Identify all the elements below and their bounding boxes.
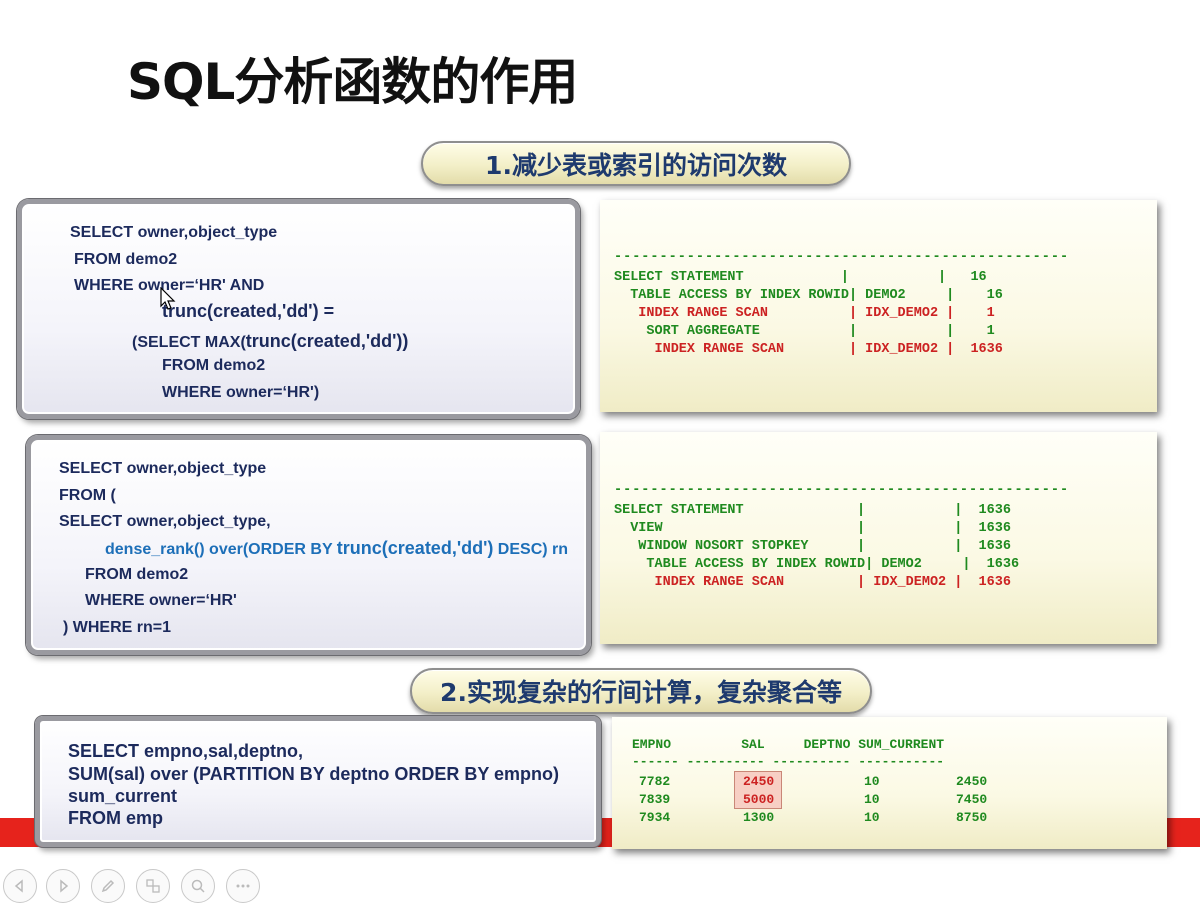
execution-plan-2: ----------------------------------------…	[600, 432, 1157, 644]
plan-row: TABLE ACCESS BY INDEX ROWID| DEMO2 | 163…	[614, 557, 1020, 572]
cell-empno: 7839	[639, 792, 671, 807]
zoom-icon	[191, 879, 205, 893]
cell-empno: 7782	[639, 774, 671, 789]
cell-sum-current: 8750	[956, 810, 988, 825]
plan-row: SELECT STATEMENT | | 16	[614, 270, 987, 285]
slide-title: SQL分析函数的作用	[127, 53, 578, 111]
prev-slide-button[interactable]	[3, 869, 37, 903]
sql-line-analytic-function: dense_rank() over(ORDER BY trunc(created…	[105, 538, 569, 558]
query-result-table: EMPNO SAL DEPTNO SUM_CURRENT ------ ----…	[612, 717, 1167, 849]
plan-row: SORT AGGREGATE | | 1	[614, 324, 995, 339]
cell-sum-current: 7450	[956, 792, 988, 807]
sql-line: sum_current	[68, 786, 178, 806]
zoom-button[interactable]	[181, 869, 215, 903]
section-1-heading: 1.减少表或索引的访问次数	[421, 141, 851, 186]
mouse-cursor-icon	[160, 287, 176, 310]
plan-row: WINDOW NOSORT STOPKEY | | 1636	[614, 539, 1011, 554]
plan-row: INDEX RANGE SCAN | IDX_DEMO2 | 1	[614, 306, 995, 321]
result-underline: ------ ---------- ---------- -----------	[632, 754, 945, 769]
sql-query-box-1: SELECT owner,object_type FROM demo2 WHER…	[17, 199, 580, 419]
slides-view-button[interactable]	[136, 869, 170, 903]
result-header: EMPNO SAL DEPTNO SUM_CURRENT	[632, 737, 945, 752]
sql-line: (SELECT MAX(trunc(created,'dd'))	[132, 331, 409, 351]
sql-line: SELECT empno,sal,deptno,	[68, 741, 304, 761]
sql-line: FROM (	[59, 487, 116, 504]
next-slide-button[interactable]	[46, 869, 80, 903]
sql-line: SUM(sal) over (PARTITION BY deptno ORDER…	[68, 764, 560, 784]
more-icon	[236, 884, 250, 888]
prev-icon	[14, 879, 23, 893]
sql-line: FROM demo2	[85, 566, 189, 583]
sql-line: FROM emp	[68, 808, 164, 828]
cell-deptno: 10	[864, 792, 880, 807]
cell-sal: 5000	[743, 792, 775, 807]
sql-line: ) WHERE rn=1	[63, 619, 172, 636]
slides-icon	[146, 879, 160, 893]
cell-empno: 7934	[639, 810, 671, 825]
sql-line: FROM demo2	[162, 357, 266, 374]
cell-sal: 2450	[743, 774, 775, 789]
plan-row: INDEX RANGE SCAN | IDX_DEMO2 | 1636	[614, 342, 1003, 357]
plan-separator: ----------------------------------------…	[614, 250, 1070, 265]
sql-line: trunc(created,'dd') =	[162, 301, 335, 321]
sql-query-box-3: SELECT empno,sal,deptno, SUM(sal) over (…	[35, 716, 601, 847]
plan-row: INDEX RANGE SCAN | IDX_DEMO2 | 1636	[614, 575, 1011, 590]
sal-highlight	[734, 771, 782, 809]
sql-line: FROM demo2	[74, 251, 178, 268]
sql-line: SELECT owner,object_type	[59, 460, 267, 477]
plan-separator: ----------------------------------------…	[614, 483, 1070, 498]
plan-row: SELECT STATEMENT | | 1636	[614, 503, 1011, 518]
section-2-heading: 2.实现复杂的行间计算，复杂聚合等	[410, 668, 872, 714]
sql-line: SELECT owner,object_type	[70, 224, 278, 241]
cell-deptno: 10	[864, 810, 880, 825]
sql-line: WHERE owner=‘HR' AND	[74, 277, 265, 294]
cell-deptno: 10	[864, 774, 880, 789]
cell-sal: 1300	[743, 810, 775, 825]
cell-sum-current: 2450	[956, 774, 988, 789]
more-options-button[interactable]	[226, 869, 260, 903]
sql-query-box-2: SELECT owner,object_type FROM ( SELECT o…	[26, 435, 591, 655]
pen-icon	[101, 879, 115, 893]
plan-row: VIEW | | 1636	[614, 521, 1011, 536]
plan-row: TABLE ACCESS BY INDEX ROWID| DEMO2 | 16	[614, 288, 1003, 303]
sql-line: WHERE owner=‘HR')	[162, 384, 320, 401]
pen-tool-button[interactable]	[91, 869, 125, 903]
sql-line: SELECT owner,object_type,	[59, 513, 271, 530]
next-icon	[60, 879, 69, 893]
sql-line: WHERE owner=‘HR'	[85, 592, 237, 609]
execution-plan-1: ----------------------------------------…	[600, 200, 1157, 412]
